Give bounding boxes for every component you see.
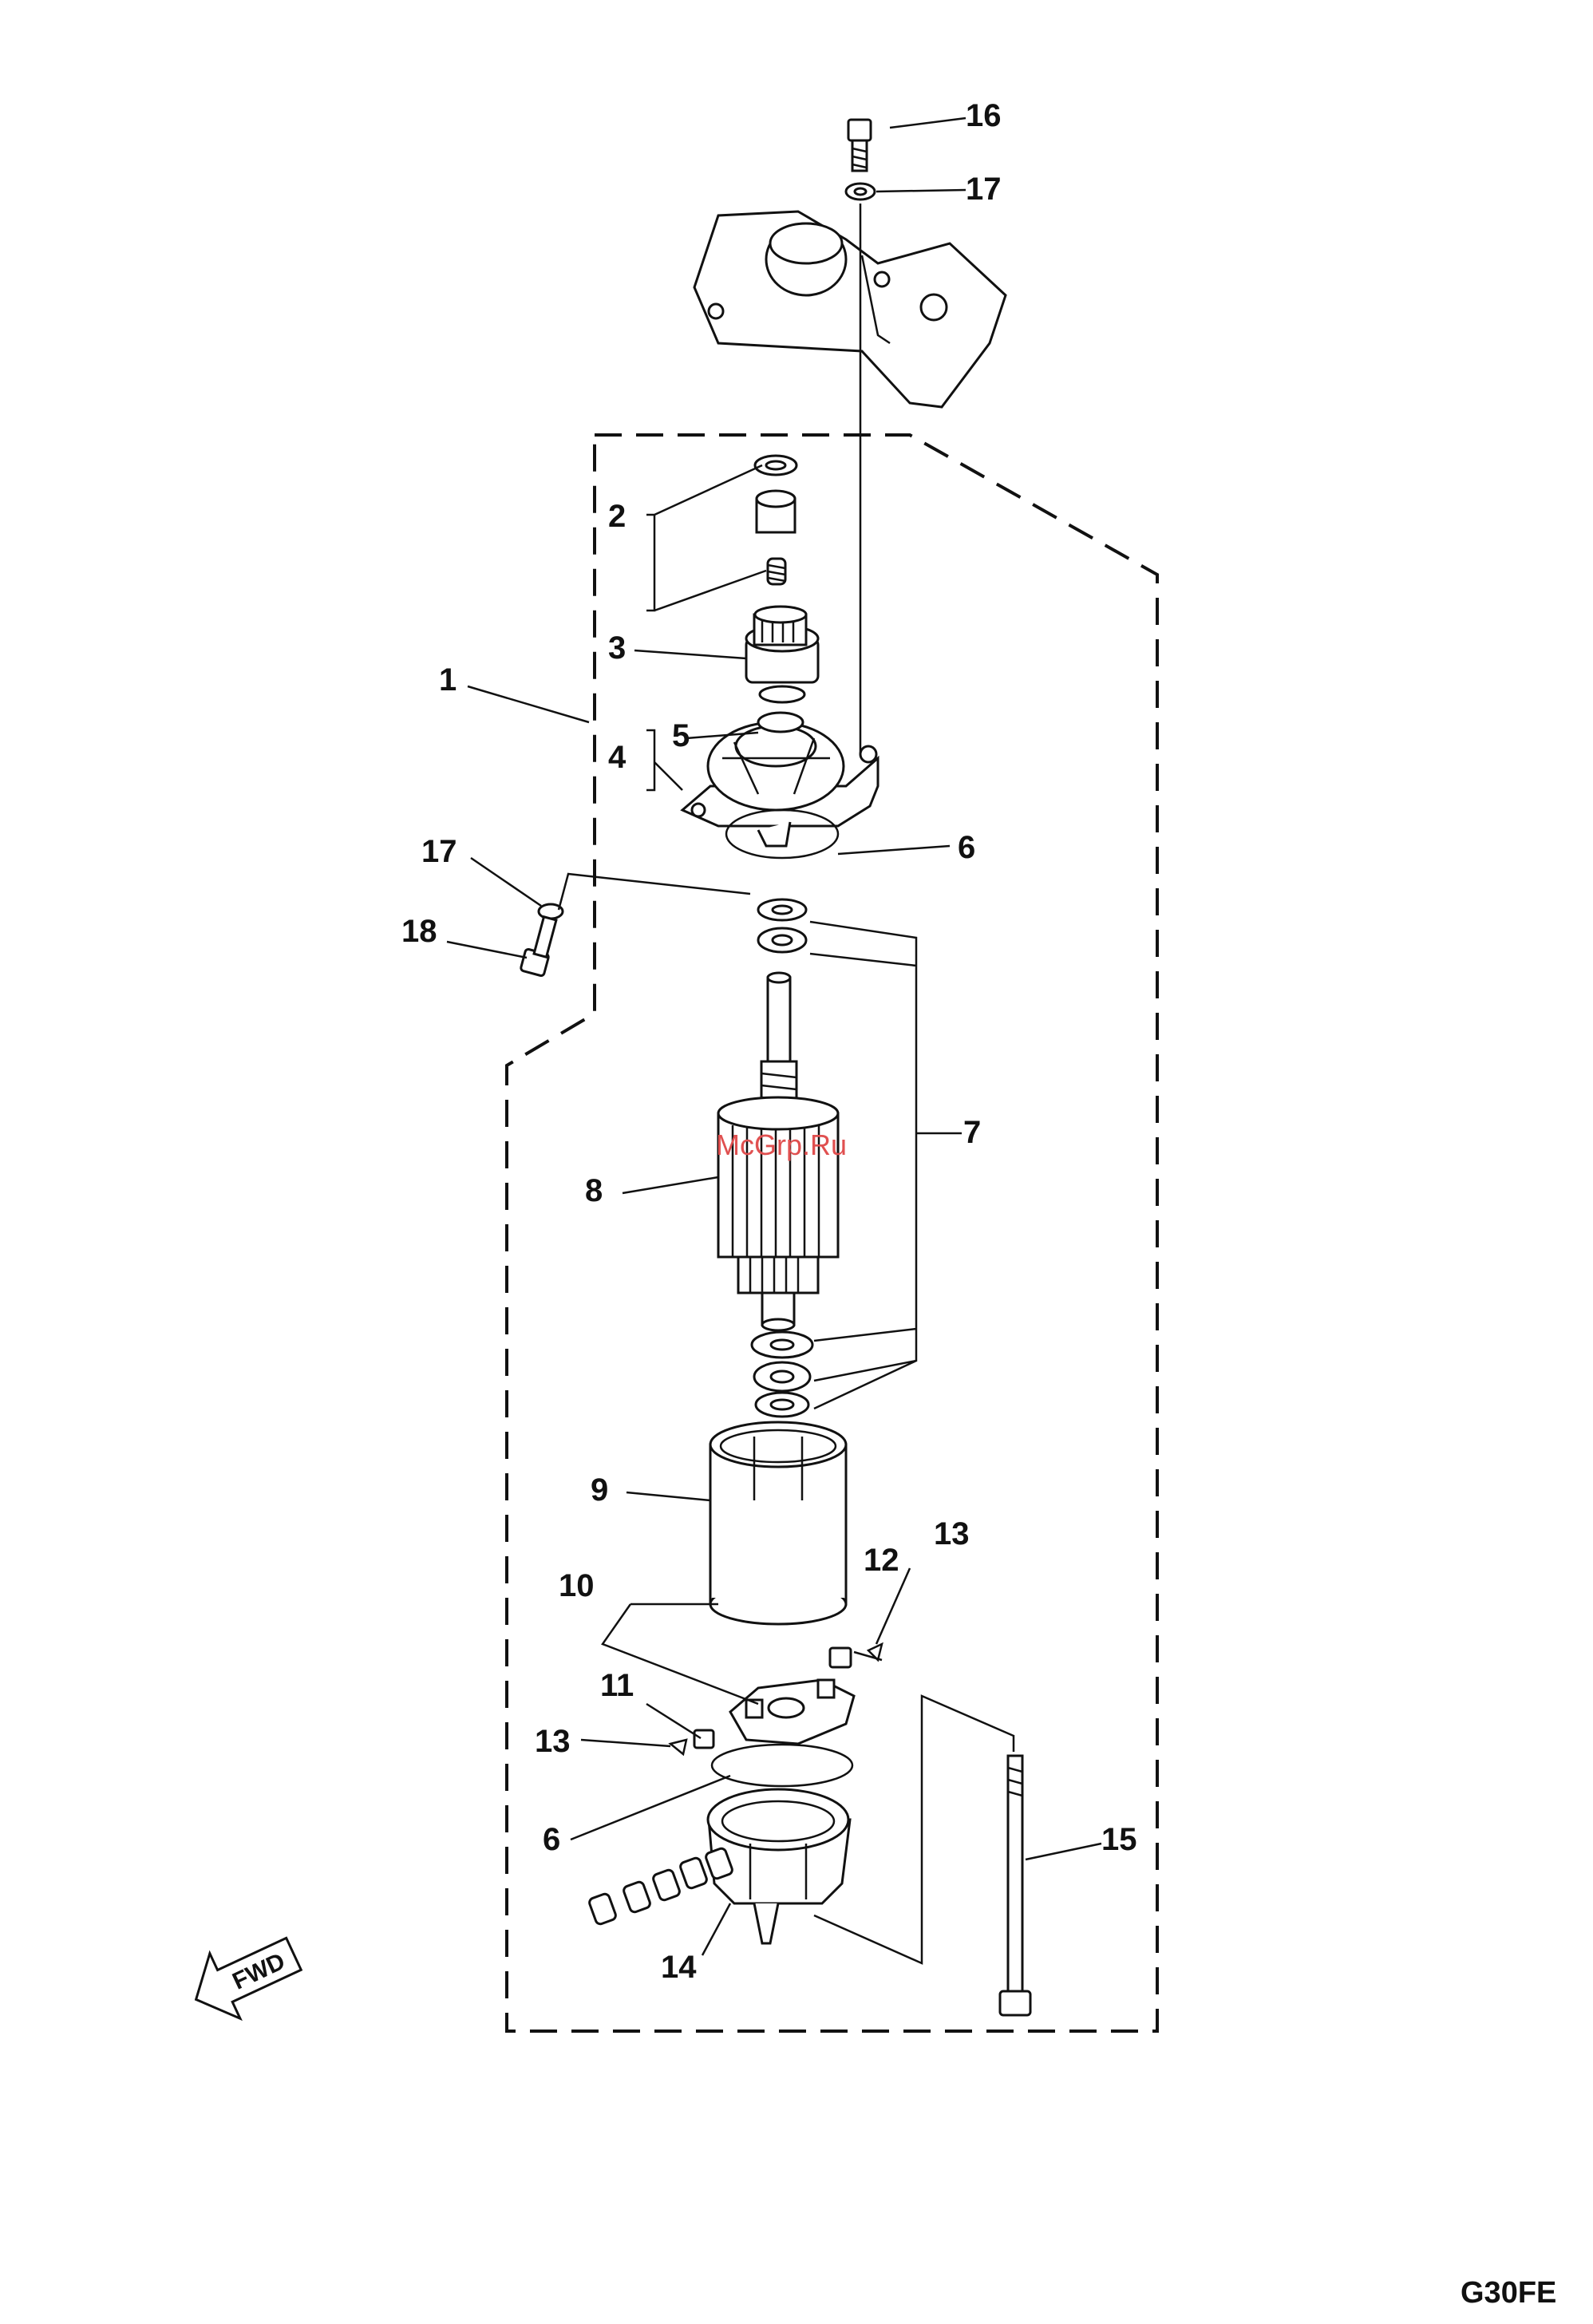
callout-8: 8 — [585, 1173, 603, 1208]
pinion-gear-3 — [746, 607, 818, 702]
brush-holder-10 — [730, 1680, 854, 1744]
callout-9: 9 — [591, 1472, 608, 1508]
spring-2 — [768, 559, 785, 584]
brush-12 — [830, 1648, 851, 1667]
callout-1: 1 — [439, 662, 457, 698]
callout-17-left: 17 — [421, 834, 457, 869]
callout-14: 14 — [661, 1950, 697, 1985]
mounting-bracket — [694, 211, 1006, 407]
spring-13-lower — [670, 1740, 686, 1754]
callout-7: 7 — [963, 1115, 981, 1150]
fwd-arrow-icon: FWD — [181, 1922, 309, 2033]
callout-5: 5 — [672, 718, 690, 753]
callout-10: 10 — [559, 1568, 595, 1603]
callout-16: 16 — [966, 98, 1002, 133]
callout-13-upper: 13 — [934, 1516, 970, 1551]
yoke-9 — [710, 1422, 846, 1624]
bolt-16 — [848, 120, 871, 171]
bushing-2 — [757, 491, 795, 532]
callout-6-lower: 6 — [543, 1822, 560, 1857]
through-bolt-15 — [1000, 1756, 1030, 2015]
watermark: McGrp.Ru — [716, 1128, 847, 1161]
callout-3: 3 — [608, 630, 626, 666]
callout-18: 18 — [401, 914, 437, 949]
callout-12: 12 — [864, 1543, 899, 1578]
callout-13-lower: 13 — [535, 1724, 571, 1759]
callout-11: 11 — [600, 1668, 634, 1703]
bolt-18 — [520, 917, 556, 977]
end-cover-4 — [682, 713, 878, 846]
callout-2: 2 — [608, 499, 626, 534]
brush-11 — [694, 1730, 713, 1748]
callout-4: 4 — [608, 740, 627, 775]
brush-springs — [588, 1848, 733, 1926]
figure-code: G30FE — [1461, 2276, 1556, 2310]
o-ring-6-lower — [712, 1745, 852, 1786]
callout-15: 15 — [1101, 1822, 1137, 1857]
callout-6-upper: 6 — [958, 830, 975, 865]
callout-17-top: 17 — [966, 172, 1002, 207]
